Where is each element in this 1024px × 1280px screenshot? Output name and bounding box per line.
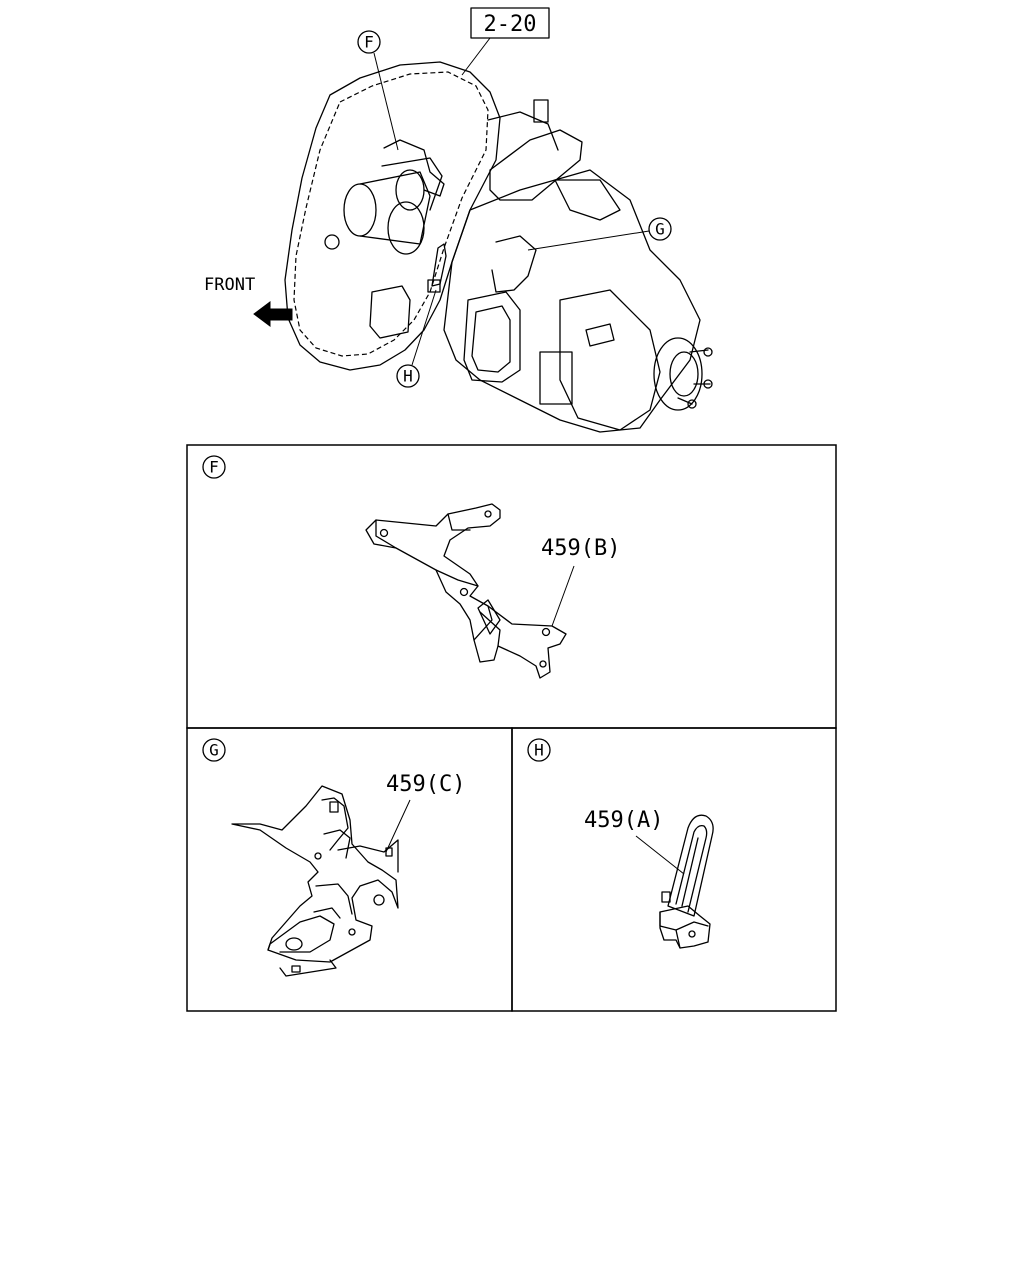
panel-h-marker-circle (527, 738, 551, 762)
clamp-459a (659, 814, 714, 949)
callout-f-label: F (364, 33, 374, 52)
clamp-h-base (427, 279, 441, 293)
panel-g-marker: G (209, 741, 219, 760)
callout-h-circle (396, 364, 420, 388)
panel-f-marker: F (209, 458, 219, 477)
callout-g-circle (648, 217, 672, 241)
transmission-overview: 2-20 (204, 7, 713, 433)
front-arrow-icon (253, 301, 293, 327)
bracket-f-installed (383, 139, 445, 197)
actuator-cylinders (324, 157, 443, 255)
panel-f-border (186, 444, 837, 729)
bell-housing-flange (293, 71, 489, 357)
side-cover (554, 179, 621, 221)
bracket-g-installed (491, 235, 537, 293)
shift-tower (489, 129, 583, 201)
reference-box (470, 7, 550, 39)
panel-f: F 459(B) (186, 444, 837, 729)
callout-g-label: G (655, 220, 665, 239)
bracket-459c (231, 785, 399, 977)
panel-g-leader (385, 799, 411, 853)
bracket-459b (365, 503, 567, 679)
callout-f-leader (373, 52, 399, 151)
upper-ribs (487, 111, 559, 151)
output-flange (653, 337, 713, 411)
panel-h-marker: H (534, 741, 544, 760)
transmission-case (443, 169, 701, 433)
inspection-cover (463, 291, 521, 383)
panel-h: H 459(A) (511, 727, 837, 1012)
panel-h-part-label: 459(A) (584, 808, 663, 833)
callout-h-label: H (403, 367, 413, 386)
side-boss (369, 285, 411, 339)
panel-f-leader (551, 565, 575, 627)
panel-h-leader (635, 835, 685, 875)
reference-leader (461, 37, 491, 76)
reference-label: 2-20 (484, 12, 537, 37)
panel-g-border (186, 727, 513, 1012)
bell-housing (284, 61, 501, 371)
callout-g-leader (527, 230, 650, 251)
panel-f-marker-circle (202, 455, 226, 479)
panel-h-border (511, 727, 837, 1012)
rear-plate (539, 351, 573, 405)
front-label: FRONT (204, 275, 255, 295)
panel-g-part-label: 459(C) (386, 772, 465, 797)
panel-g-marker-circle (202, 738, 226, 762)
rear-housing (559, 289, 661, 431)
inspection-cover-inner (471, 305, 511, 373)
callout-h-leader (411, 289, 437, 366)
panel-f-part-label: 459(B) (541, 536, 620, 561)
speedo-sensor (585, 323, 615, 347)
panel-g: G 459(C) (186, 727, 513, 1012)
callout-f-circle (357, 30, 381, 54)
breather-cap (533, 99, 549, 123)
